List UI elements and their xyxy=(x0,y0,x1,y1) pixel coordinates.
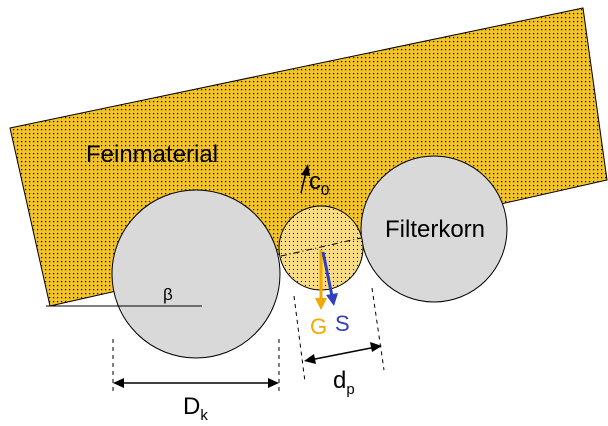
particle-diameter-var: d xyxy=(333,367,346,394)
dp-dashed-right xyxy=(371,287,385,371)
flow-label: c0 xyxy=(309,168,329,199)
dp-arrowhead-left xyxy=(304,354,316,364)
grain-diameter-var: D xyxy=(183,393,200,420)
fine-material-label: Feinmaterial xyxy=(86,141,218,168)
arrow-up-icon xyxy=(300,164,310,194)
dp-dimension-line xyxy=(309,346,377,361)
grain-circle-left xyxy=(111,189,281,359)
seepage-label: S xyxy=(335,311,350,336)
grain-diameter-sub: k xyxy=(200,407,208,421)
dp-arrowhead-right xyxy=(370,342,382,352)
arrow-down-right-icon xyxy=(321,251,338,306)
grain-circle-right xyxy=(360,155,508,303)
filter-grain-label: Filterkorn xyxy=(385,216,485,243)
dk-arrowhead-left xyxy=(113,378,124,388)
flow-var: c xyxy=(309,168,321,195)
angle-label: β xyxy=(163,285,173,304)
dk-arrowhead-right xyxy=(268,378,279,388)
particle-diameter-sub: p xyxy=(346,381,354,398)
particle-diameter-label: dp xyxy=(333,367,355,398)
grain-diameter-label: Dk xyxy=(183,393,208,421)
flow-sub: 0 xyxy=(321,182,329,199)
dp-dashed-left xyxy=(293,295,306,383)
particle-center-line xyxy=(280,237,362,257)
gravity-label: G xyxy=(310,314,327,339)
arrow-down-icon xyxy=(315,250,327,310)
